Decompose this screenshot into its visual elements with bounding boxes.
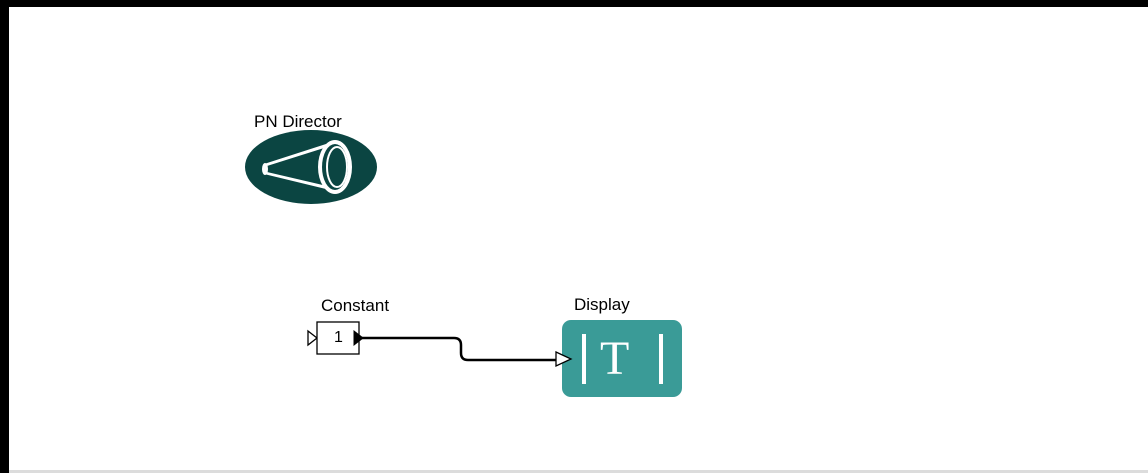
connection-wire[interactable] [361, 336, 557, 362]
constant-label: Constant [321, 296, 390, 315]
display-glyph: T [600, 332, 630, 385]
canvas-scrollbar-edge [9, 470, 1148, 473]
display-input-port[interactable] [555, 350, 573, 368]
canvas-border-left [0, 0, 9, 473]
constant-actor[interactable] [307, 321, 364, 355]
director-label: PN Director [254, 112, 342, 131]
display-box [562, 320, 682, 397]
display-actor[interactable] [555, 320, 682, 397]
display-label: Display [574, 295, 630, 314]
text-display-icon [582, 334, 663, 384]
megaphone-icon [262, 140, 352, 194]
constant-value: 1 [334, 329, 343, 346]
pn-director[interactable] [245, 130, 377, 204]
constant-output-port[interactable] [353, 329, 364, 347]
constant-input-port[interactable] [307, 329, 319, 347]
canvas-border-top [0, 0, 1148, 7]
